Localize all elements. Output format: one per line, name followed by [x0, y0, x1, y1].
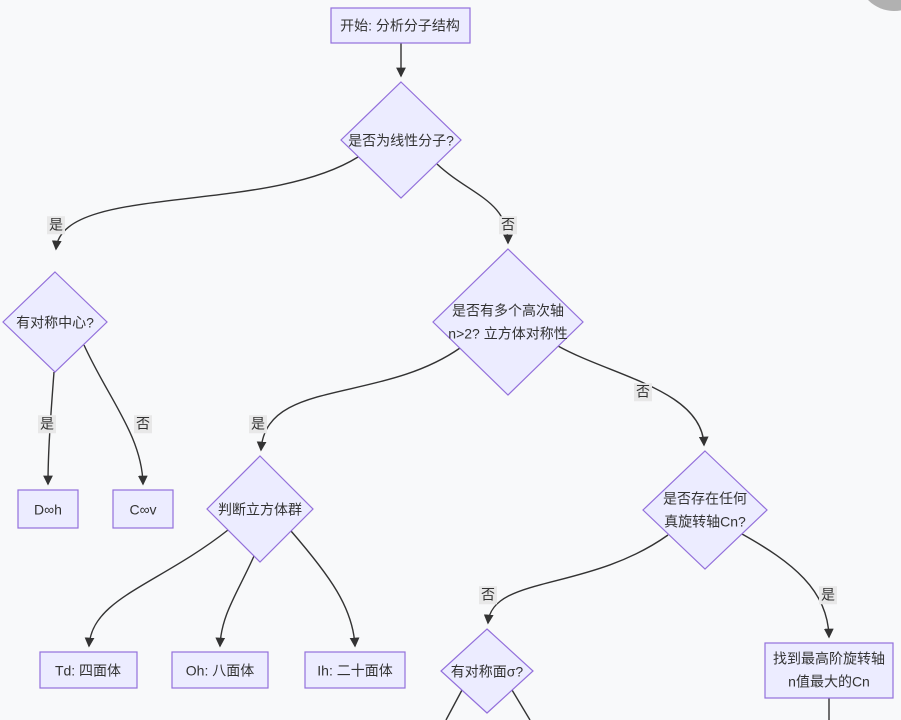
edge-center-no — [83, 344, 148, 486]
dinfh-box-shape — [17, 489, 79, 529]
node-has-proper-rotation-axis: 是否存在任何 真旋转轴Cn? — [663, 487, 747, 532]
node-dinfh: D∞h — [34, 501, 62, 518]
edge-high-axes-no — [557, 345, 709, 447]
edge-label-linear-yes: 是 — [47, 216, 65, 234]
start-box-shape — [330, 7, 471, 44]
node-determine-cubic-group: 判断立方体群 — [218, 501, 302, 518]
node-label-line: 真旋转轴Cn? — [664, 513, 746, 529]
edge-label-proper-yes: 是 — [819, 586, 837, 604]
edge-label-linear-no: 否 — [499, 216, 517, 234]
node-cinfv: C∞v — [129, 501, 157, 518]
node-ih-icosahedron: Ih: 二十面体 — [317, 662, 393, 679]
corner-floating-button[interactable] — [858, 0, 901, 11]
node-label-line: 是否有多个高次轴 — [452, 302, 564, 319]
edge-linear-no — [436, 163, 513, 245]
edge-cubic-to-oh — [215, 555, 255, 648]
edge-mirror-left-continues — [445, 689, 463, 720]
edge-high-axes-yes — [256, 347, 461, 452]
ih-box-shape — [304, 651, 406, 689]
node-oh-octahedron: Oh: 八面体 — [185, 662, 255, 679]
edge-cubic-to-td — [84, 529, 229, 648]
node-start: 开始: 分析分子结构 — [340, 17, 460, 34]
mirror-plane-diamond-shape — [440, 628, 534, 714]
edge-label-center-yes: 是 — [38, 415, 56, 433]
node-label-line: n>2? 立方体对称性 — [448, 325, 568, 341]
edge-proper-yes — [741, 533, 834, 639]
edge-label-center-no: 否 — [134, 415, 152, 433]
node-label-line: n值最大的Cn — [788, 673, 870, 689]
node-has-mirror-plane: 有对称面σ? — [450, 663, 524, 680]
node-label-line: 是否存在任何 — [663, 490, 747, 507]
proper-axis-diamond-shape — [642, 450, 768, 570]
is-linear-diamond-shape — [340, 81, 462, 199]
high-axes-diamond-shape — [432, 248, 584, 396]
find-cn-box-shape — [764, 642, 894, 699]
node-is-linear: 是否为线性分子? — [348, 132, 454, 149]
cubic-group-diamond-shape — [206, 455, 314, 563]
node-has-inversion-center: 有对称中心? — [16, 314, 94, 331]
oh-box-shape — [171, 651, 269, 689]
edge-label-cubic-no: 否 — [634, 383, 652, 401]
edge-proper-no — [483, 534, 669, 625]
edge-mirror-right-continues — [511, 689, 531, 720]
edge-label-proper-no: 否 — [479, 586, 497, 604]
node-td-tetrahedron: Td: 四面体 — [54, 662, 122, 679]
node-multiple-high-order-axes: 是否有多个高次轴 n>2? 立方体对称性 — [448, 299, 567, 344]
node-label-line: 找到最高阶旋转轴 — [773, 650, 885, 667]
has-center-diamond-shape — [2, 271, 108, 373]
edge-label-cubic-yes: 是 — [249, 415, 267, 433]
edge-cubic-to-ih — [290, 530, 360, 648]
td-box-shape — [39, 651, 138, 689]
node-find-highest-cn: 找到最高阶旋转轴 n值最大的Cn — [773, 647, 885, 692]
edge-linear-yes — [51, 156, 359, 251]
cinfv-box-shape — [112, 489, 174, 529]
